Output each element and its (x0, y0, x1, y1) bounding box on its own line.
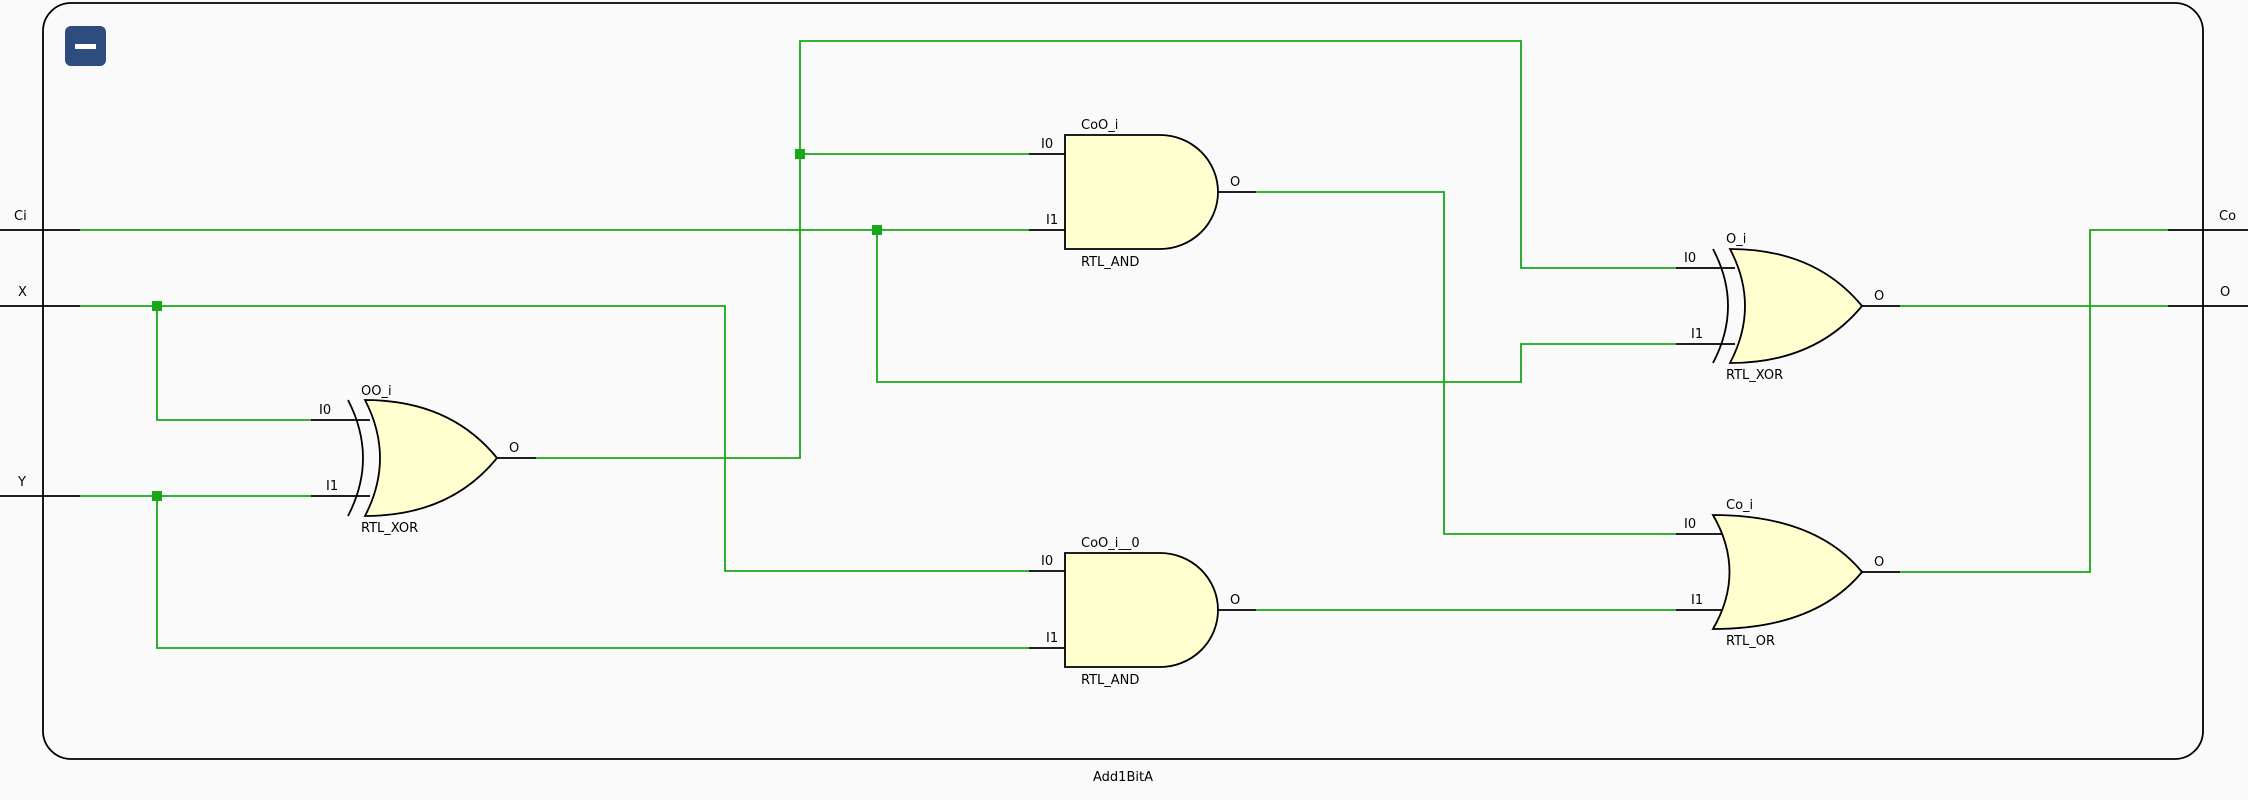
pin-label: I1 (1046, 631, 1058, 646)
minus-icon (75, 44, 96, 49)
input-port-x[interactable]: X (0, 285, 80, 307)
pin-label: I0 (1684, 517, 1696, 532)
net-xor1-out-branch[interactable] (799, 40, 1676, 269)
pin-label: I1 (326, 479, 338, 494)
net-ci-branch[interactable] (876, 230, 1676, 383)
gate-instance-label: O_i (1726, 232, 1746, 247)
input-port-y[interactable]: Y (0, 475, 80, 497)
xor-gate-curve (1712, 248, 1729, 364)
and-gate-body (1064, 134, 1219, 250)
net-x[interactable] (80, 305, 1029, 572)
pin-label: I1 (1691, 593, 1703, 608)
gate-type-label: RTL_AND (1081, 673, 1139, 688)
net-xor1-out[interactable] (536, 153, 1029, 459)
gate-instance-label: OO_i (361, 384, 392, 399)
pin-label: I1 (1046, 213, 1058, 228)
pin-label: I0 (1041, 137, 1053, 152)
module-name: Add1BitA (1093, 770, 1153, 785)
xor-gate-body (1728, 248, 1864, 364)
gate-xor-o-i[interactable]: O_i I0 I1 O RTL_XOR (1676, 232, 1900, 383)
gate-instance-label: Co_i (1726, 498, 1753, 513)
gate-type-label: RTL_XOR (361, 521, 418, 536)
pin-label: O (1874, 555, 1884, 570)
gate-xor-oo-i[interactable]: OO_i I0 I1 O RTL_XOR (311, 384, 536, 536)
net-x-branch[interactable] (156, 306, 311, 421)
gate-or-co-i[interactable]: Co_i I0 I1 O RTL_OR (1676, 498, 1900, 649)
gate-type-label: RTL_XOR (1726, 368, 1783, 383)
wires (80, 40, 2168, 649)
pin-label: O (1230, 175, 1240, 190)
input-port-ci[interactable]: Ci (0, 209, 80, 231)
pin-label: O (1874, 289, 1884, 304)
pin-label: I1 (1691, 327, 1703, 342)
output-port-co[interactable]: Co (2168, 209, 2248, 231)
port-label: O (2220, 285, 2230, 300)
pin-label: I0 (1041, 554, 1053, 569)
junction-dot (795, 149, 805, 159)
or-gate-body (1711, 514, 1864, 630)
output-port-o[interactable]: O (2168, 285, 2248, 307)
collapse-button[interactable] (65, 26, 106, 66)
pin-label: I0 (1684, 251, 1696, 266)
gate-instance-label: CoO_i (1081, 118, 1118, 133)
pin-label: O (509, 441, 519, 456)
gate-instance-label: CoO_i__0 (1081, 536, 1140, 551)
gate-and-coo-i[interactable]: CoO_i I0 I1 O RTL_AND (1029, 118, 1256, 270)
junction-dot (152, 491, 162, 501)
port-label: Y (17, 475, 26, 490)
xor-gate-body (363, 399, 499, 517)
port-label: X (18, 285, 27, 300)
net-y-branch[interactable] (156, 496, 1029, 649)
module-boundary[interactable] (42, 2, 2204, 760)
gate-type-label: RTL_OR (1726, 634, 1775, 649)
junction-dot (152, 301, 162, 311)
pin-label: I0 (319, 403, 331, 418)
port-label: Ci (14, 209, 27, 224)
gate-type-label: RTL_AND (1081, 255, 1139, 270)
junctions (152, 149, 882, 501)
and-gate-body (1064, 552, 1219, 668)
gate-and-coo-i-0[interactable]: CoO_i__0 I0 I1 O RTL_AND (1029, 536, 1256, 688)
net-carry-out[interactable] (1900, 229, 2168, 573)
pin-label: O (1230, 593, 1240, 608)
xor-gate-curve (347, 399, 364, 517)
port-label: Co (2219, 209, 2236, 224)
net-and1-out[interactable] (1256, 191, 1676, 535)
junction-dot (872, 225, 882, 235)
